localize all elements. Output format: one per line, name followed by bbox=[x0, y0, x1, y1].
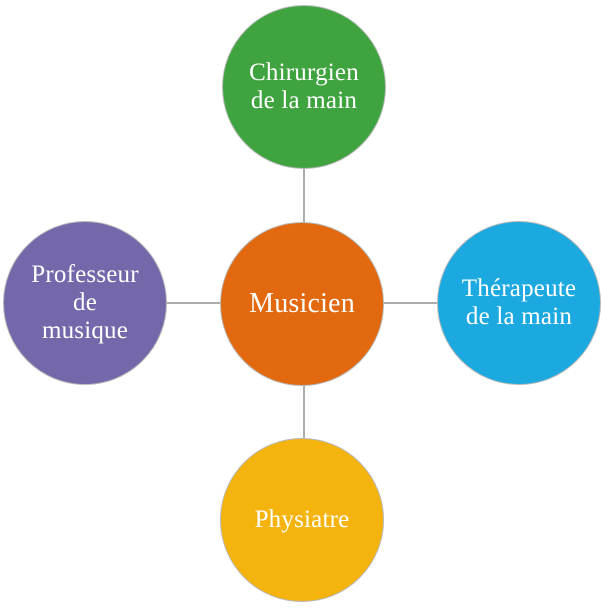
node-label: Musicien bbox=[249, 288, 355, 320]
node-musicien: Musicien bbox=[220, 222, 384, 386]
node-physiatre: Physiatre bbox=[220, 438, 384, 602]
node-label: Thérapeute de la main bbox=[461, 275, 577, 330]
node-label: Chirurgien de la main bbox=[249, 59, 359, 114]
node-professeur-de-musique: Professeur de musique bbox=[3, 221, 167, 385]
node-label: Physiatre bbox=[254, 506, 350, 533]
node-chirurgien-de-la-main: Chirurgien de la main bbox=[222, 5, 386, 169]
node-label: Professeur de musique bbox=[31, 261, 139, 344]
node-therapeute-de-la-main: Thérapeute de la main bbox=[437, 221, 601, 385]
